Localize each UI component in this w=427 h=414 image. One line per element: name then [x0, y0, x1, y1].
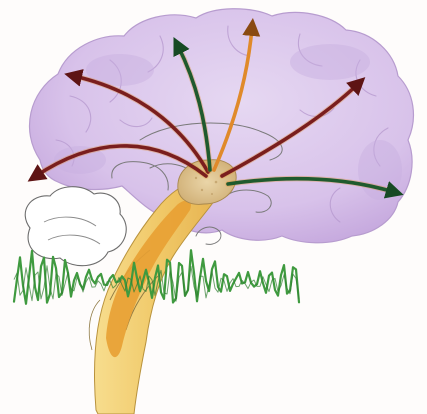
- cerebellum: [25, 187, 126, 266]
